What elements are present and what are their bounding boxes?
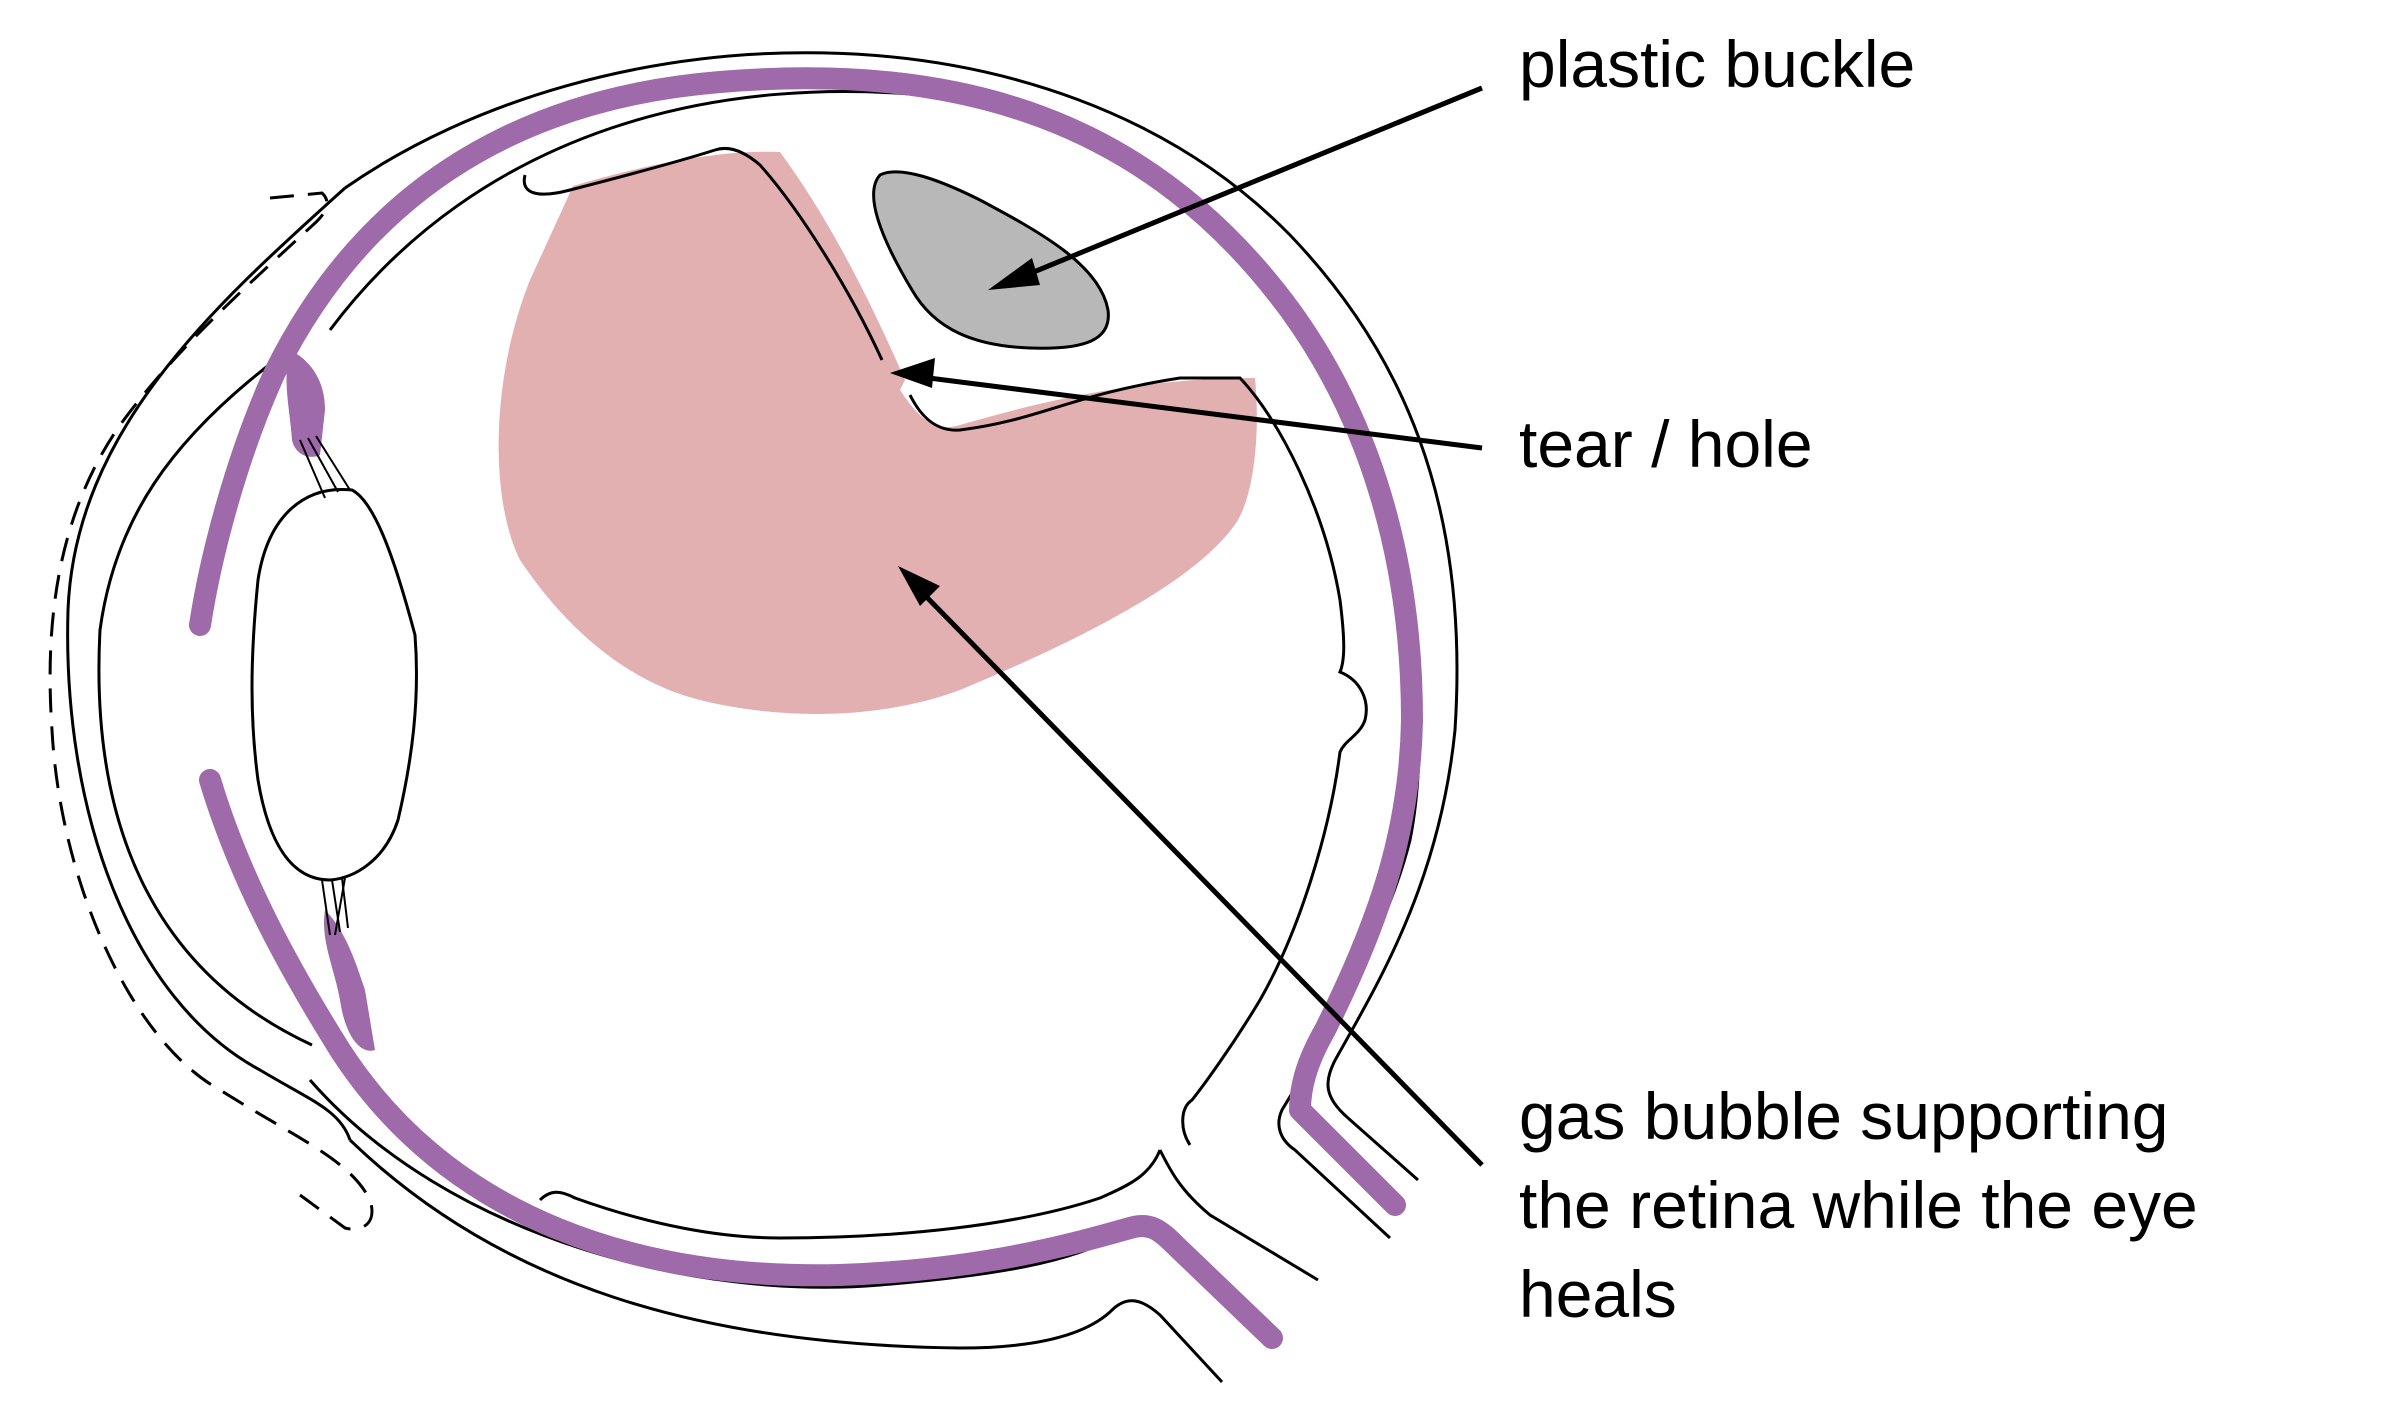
label-tear-hole: tear / hole	[1519, 407, 1813, 481]
label-gas-bubble-line-2: the retina while the eye	[1519, 1168, 2198, 1242]
choroid-lower	[199, 769, 1283, 1349]
label-gas-bubble-line-3: heals	[1519, 1257, 1677, 1331]
sclera-inner-lower	[308, 1079, 1267, 1342]
sclera-outer-lower	[348, 1138, 1224, 1384]
ciliary-body-lower	[323, 910, 375, 1051]
eyelid-outline	[48, 191, 374, 1231]
zonule-fibers	[299, 435, 351, 936]
retina-flap	[522, 146, 884, 361]
label-gas-bubble: gas bubble supporting the retina while t…	[1519, 1072, 2198, 1339]
label-plastic-buckle: plastic buckle	[1519, 27, 1916, 101]
ciliary-body-upper	[286, 350, 325, 457]
cornea-inner	[97, 356, 313, 1047]
arrow-tear-hole	[890, 358, 1483, 451]
retina-lower	[538, 1149, 1162, 1240]
arrow-plastic-buckle	[988, 85, 1483, 290]
arrow-gas-bubble	[898, 566, 1484, 1167]
label-gas-bubble-line-1: gas bubble supporting	[1519, 1079, 2169, 1153]
gas-bubble	[498, 151, 1257, 714]
plastic-buckle	[872, 170, 1110, 350]
retina-tear-edge	[908, 376, 1368, 1146]
lens	[250, 487, 418, 882]
cornea-outer	[66, 186, 352, 1141]
optic-nerve-sheath	[1158, 1149, 1319, 1282]
sclera-outer	[344, 51, 1459, 1182]
choroid-upper	[189, 67, 1423, 1216]
